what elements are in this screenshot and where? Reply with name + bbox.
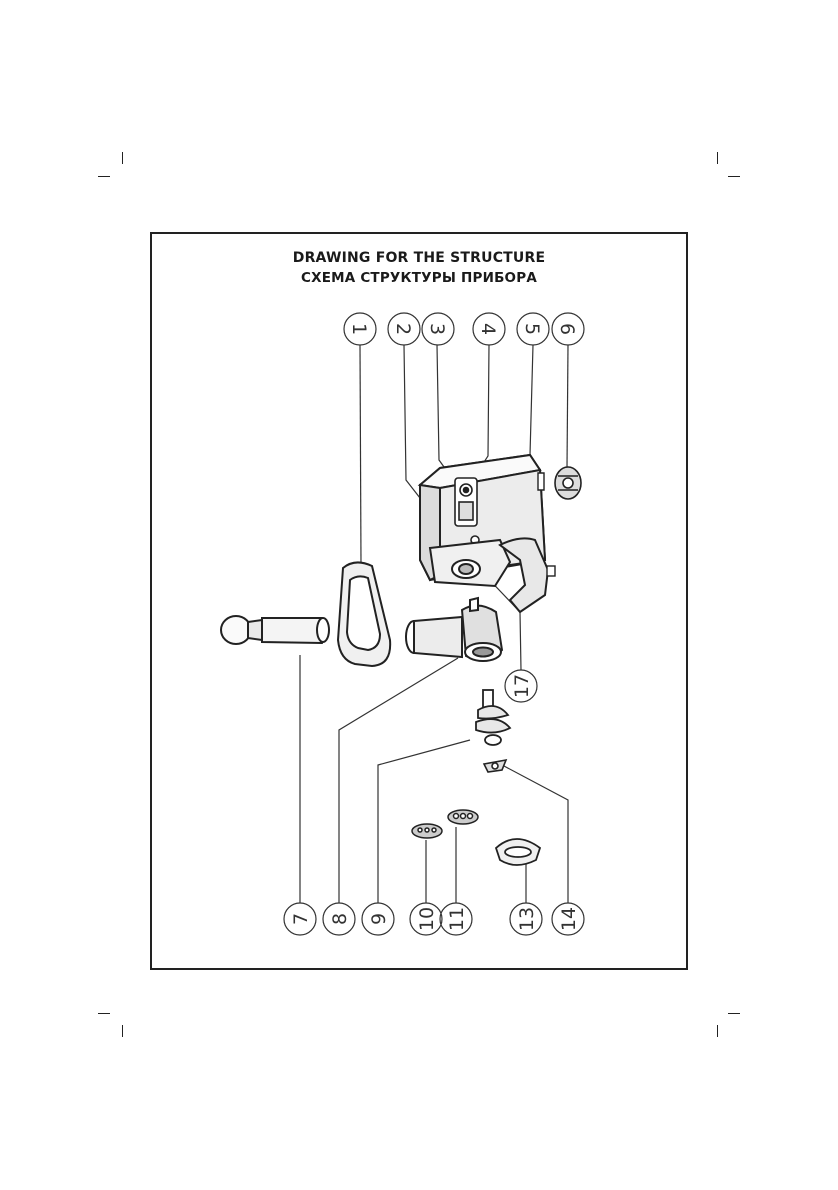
crop-mark-bottom-left-h: [98, 1013, 110, 1014]
callout-6: 6: [556, 323, 578, 335]
grinding-head: [405, 596, 504, 662]
callout-circle-6: [551, 312, 585, 346]
crop-mark-top-left-v: [122, 152, 123, 164]
callout-circle-4: [472, 312, 506, 346]
callout-11: 11: [446, 907, 468, 931]
callout-circle-9: [361, 902, 395, 936]
callout-circle-2: [387, 312, 421, 346]
housing-base: [428, 537, 550, 614]
switch-panel: [454, 477, 480, 545]
crop-mark-top-right-h: [728, 176, 740, 177]
callout-circle-13: [509, 902, 543, 936]
auger: [475, 689, 512, 746]
callout-3: 3: [426, 323, 448, 335]
callout-8: 8: [329, 913, 351, 925]
callout-circle-11: [439, 902, 473, 936]
crop-mark-bottom-right-v: [717, 1025, 718, 1037]
crop-mark-bottom-right-h: [728, 1013, 740, 1014]
callout-1: 1: [348, 323, 370, 335]
callout-13: 13: [516, 907, 538, 931]
clip-small: [537, 472, 545, 491]
callout-circle-14: [551, 902, 585, 936]
leader-9: [377, 739, 471, 903]
leader-14: [503, 765, 569, 903]
crop-mark-bottom-left-v: [122, 1025, 123, 1037]
diagram-frame: [150, 232, 688, 970]
callout-circle-3: [421, 312, 455, 346]
callout-circle-17: [504, 669, 538, 703]
callout-2: 2: [392, 323, 414, 335]
crop-mark-top-left-h: [98, 176, 110, 177]
callout-circle-1: [343, 312, 377, 346]
leader-8: [338, 657, 459, 903]
leader-1: [359, 344, 362, 566]
callout-circle-5: [516, 312, 550, 346]
crop-mark-top-right-v: [717, 152, 718, 164]
callout-9: 9: [368, 913, 390, 925]
leader-2: [403, 344, 421, 499]
title-russian: СХЕМА СТРУКТУРЫ ПРИБОРА: [301, 270, 537, 286]
callout-circle-10: [409, 902, 443, 936]
pusher: [220, 615, 330, 645]
title-english: DRAWING FOR THE STRUCTURE: [292, 250, 546, 266]
leader-3: [436, 344, 458, 486]
cutting-head-nut-6: [554, 466, 582, 500]
cutting-plate-coarse: [447, 809, 479, 825]
callout-17: 17: [511, 674, 533, 698]
callout-4: 4: [477, 323, 499, 335]
ring-nut: [494, 838, 542, 866]
callout-7: 7: [290, 913, 312, 925]
callout-5: 5: [521, 323, 543, 335]
leader-6: [566, 344, 569, 469]
callout-circle-7: [283, 902, 317, 936]
cutting-knife: [482, 758, 508, 773]
callout-circle-8: [322, 902, 356, 936]
cutting-plate-fine: [411, 823, 443, 839]
tray: [336, 561, 392, 668]
foot: [546, 565, 556, 577]
callout-10: 10: [416, 907, 438, 931]
callout-14: 14: [558, 907, 580, 931]
